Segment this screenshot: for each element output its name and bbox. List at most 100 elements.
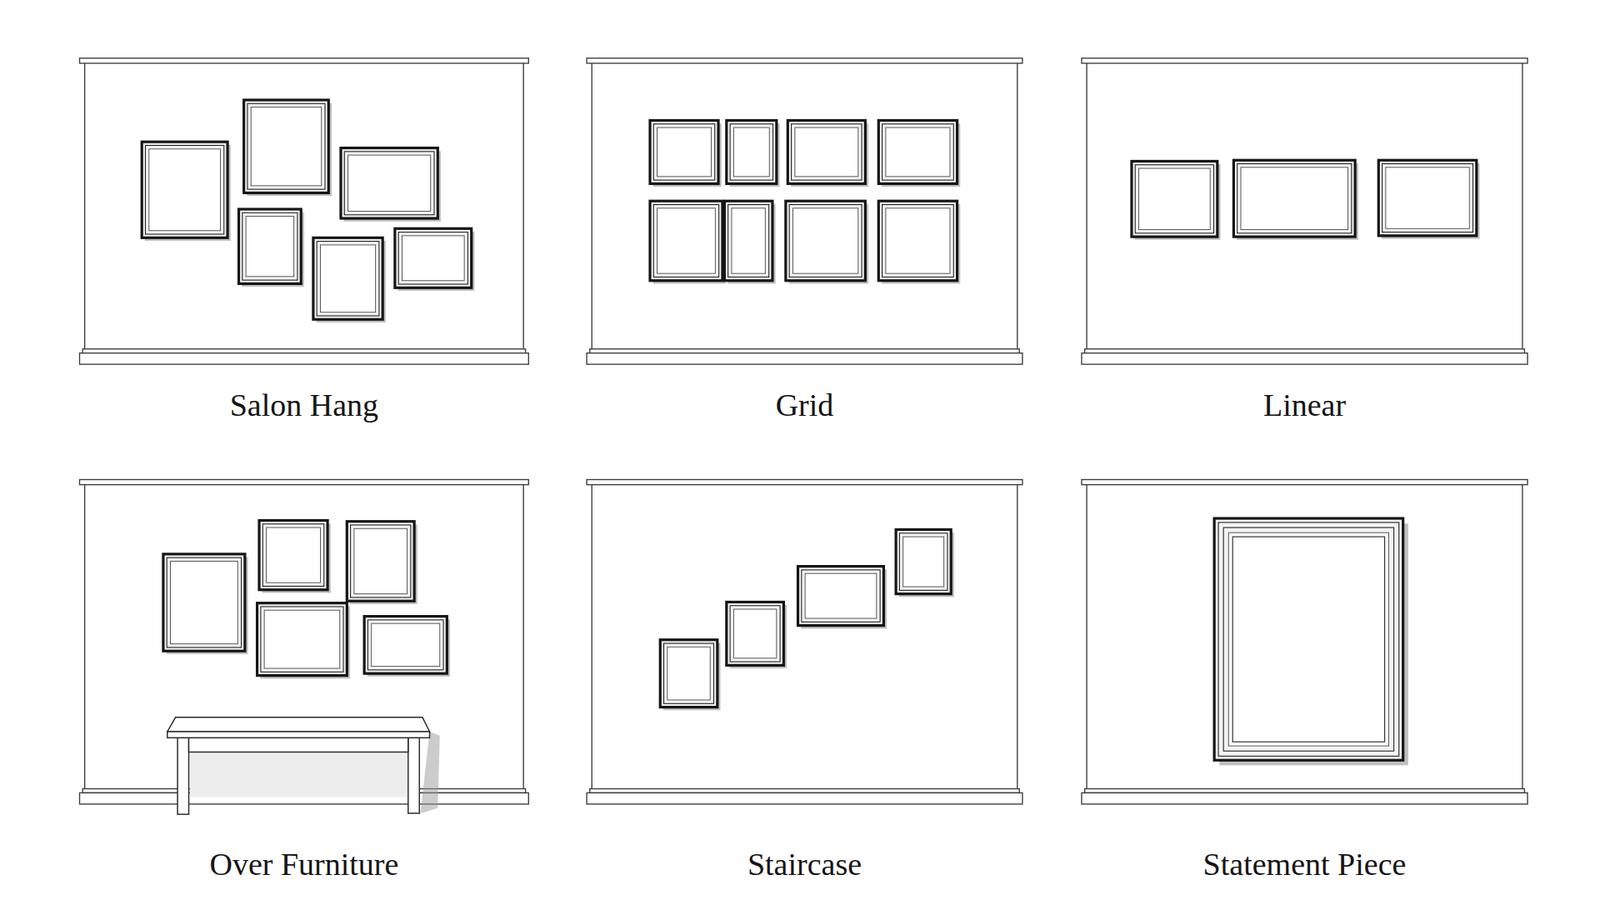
frame-shadow [789, 204, 870, 285]
bench-top [167, 717, 430, 732]
frame-moulding [239, 209, 302, 284]
picture-frame [395, 228, 475, 291]
picture-frame [364, 616, 450, 677]
frame-mat [401, 235, 465, 281]
frame-edge [653, 124, 715, 180]
picture-frame [340, 148, 441, 222]
frame-edge [145, 145, 224, 235]
wall-panel: Over Furniture [80, 480, 530, 890]
frame-moulding [798, 566, 885, 626]
wall-edge [84, 485, 85, 790]
bench-top-edge [167, 731, 430, 738]
wall-edge [1016, 485, 1018, 790]
frame-mat [667, 646, 710, 700]
layout-label: Grid [586, 385, 1023, 425]
frame-edge [344, 151, 435, 215]
frame-moulding [259, 520, 328, 590]
frame-shadow [881, 204, 960, 285]
wall [586, 58, 1023, 365]
picture-frame [259, 520, 331, 593]
picture-frame [798, 566, 888, 630]
frame-moulding [650, 200, 723, 281]
frame-moulding [346, 521, 415, 602]
frame-edge [367, 620, 444, 670]
frame-mat [885, 127, 950, 177]
picture-frame [787, 120, 869, 187]
wall-edge [1085, 485, 1087, 790]
wall [586, 480, 1023, 805]
wall [1081, 480, 1528, 805]
frame-shadow [653, 204, 726, 285]
frame-edge [899, 533, 948, 591]
frame-mat [795, 127, 859, 177]
frame-moulding [787, 120, 865, 184]
wall-edge [1016, 63, 1018, 350]
wall-edge [522, 63, 524, 350]
layout-label: Staircase [586, 844, 1023, 885]
wall-edge [1521, 63, 1523, 350]
layout-label: Linear [1081, 385, 1528, 425]
picture-frame [1378, 160, 1480, 239]
frame-edge [728, 205, 770, 278]
crown-molding [1081, 480, 1528, 485]
bench-apron [189, 737, 409, 752]
frame-moulding [878, 120, 957, 184]
frame-edge [789, 205, 862, 278]
frame-moulding [257, 603, 348, 676]
picture-frame [660, 640, 720, 710]
bench-leg [177, 737, 189, 815]
picture-frame [346, 521, 417, 605]
frame-moulding [1131, 160, 1218, 237]
baseboard [1081, 792, 1528, 804]
frame-shadow [1219, 523, 1409, 765]
frame-moulding [395, 228, 472, 288]
picture-frame [239, 209, 305, 287]
frame-mat [250, 107, 321, 186]
frame-mat [1139, 168, 1211, 230]
baseboard-cap [1085, 789, 1525, 794]
picture-frame [724, 200, 775, 284]
crown-molding [1081, 58, 1528, 64]
frame-mat [885, 208, 950, 274]
picture-frame [1233, 160, 1358, 240]
frame-mat [149, 149, 221, 231]
wall-panel: Linear [1081, 58, 1528, 430]
frame-edge [1223, 527, 1394, 751]
wall-panel: Staircase [586, 480, 1023, 890]
frame-edge [664, 643, 715, 704]
frame-mat [1240, 167, 1349, 230]
baseboard-cap [590, 349, 1020, 354]
frame-mat [264, 610, 340, 669]
frame-mat [657, 208, 716, 274]
frame-shadow [1381, 163, 1480, 240]
baseboard-cap [1085, 349, 1525, 354]
frame-edge [262, 524, 324, 587]
frame-edge [260, 606, 344, 672]
wall-edge [591, 485, 593, 790]
baseboard [586, 353, 1023, 365]
frame-edge [242, 212, 298, 280]
frame-shadow [350, 524, 418, 605]
bench-shade [190, 751, 409, 797]
frame-moulding [724, 200, 773, 281]
frame-shadow [166, 557, 249, 655]
frame-edge [1218, 522, 1400, 756]
frame-mat [657, 127, 712, 177]
frame-shadow [1135, 164, 1221, 240]
frame-mat [1385, 167, 1470, 229]
frame-shadow [1236, 163, 1359, 240]
frame-moulding [244, 100, 330, 193]
baseboard-cap [82, 349, 525, 354]
frame-shadow [316, 240, 386, 323]
bench [167, 717, 440, 815]
frame-edge [316, 241, 380, 316]
frame-mat [170, 560, 238, 644]
bench-shadow [420, 731, 440, 814]
frame-moulding [726, 601, 785, 665]
frame-edge [350, 525, 411, 598]
frame-shadow [246, 103, 332, 196]
frame-mat [903, 536, 945, 587]
frame-edge [1135, 165, 1214, 234]
layout-label: Salon Hang [80, 385, 530, 425]
